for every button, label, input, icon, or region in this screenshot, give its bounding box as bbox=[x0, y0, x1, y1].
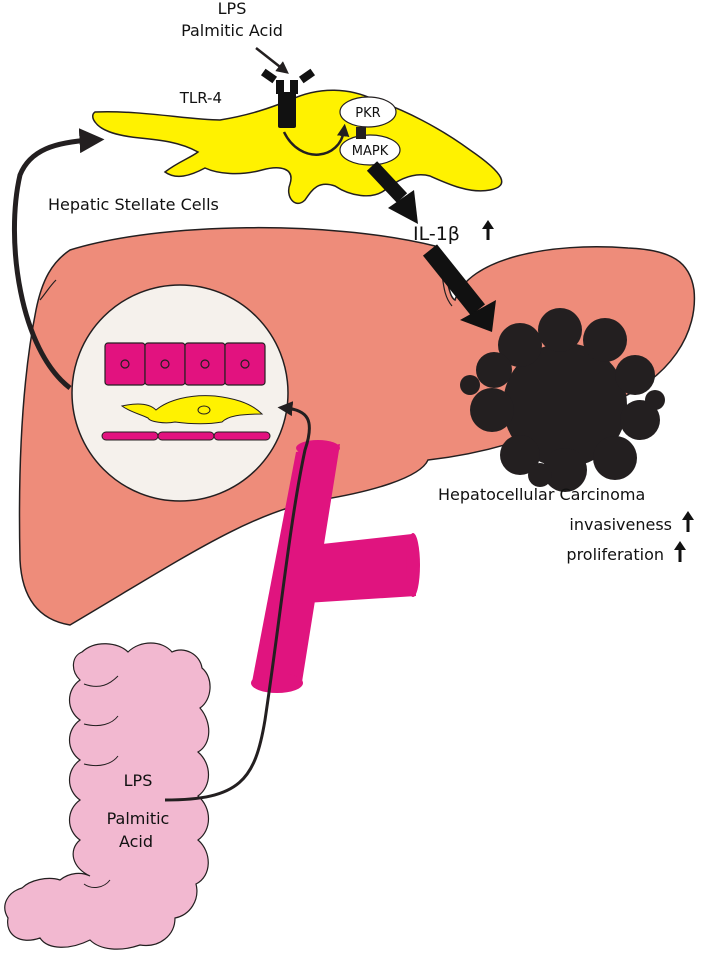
intestine-shape bbox=[4, 642, 211, 950]
stellate-label: Hepatic Stellate Cells bbox=[48, 195, 219, 214]
il1b-to-tumor-arrow bbox=[422, 244, 486, 316]
il1b-label: IL-1β bbox=[413, 223, 460, 245]
mapk-oval bbox=[339, 134, 401, 166]
gut-palmitic-label: Palmitic bbox=[107, 809, 170, 828]
arrow-gut-to-liver bbox=[164, 401, 311, 802]
mapk-to-il1b-arrow bbox=[366, 161, 408, 203]
arrow-to-stellate bbox=[11, 128, 105, 390]
tlr4-to-pkr-arrow bbox=[282, 123, 350, 156]
up-arrow-icon bbox=[682, 511, 694, 532]
ligand-arrow bbox=[255, 47, 289, 74]
tlr4-label: TLR-4 bbox=[179, 89, 222, 107]
zoom-inset bbox=[71, 284, 289, 502]
tumor-mass bbox=[460, 308, 665, 492]
pkr-oval bbox=[339, 96, 397, 128]
endothelium bbox=[101, 431, 271, 441]
pkr-label: PKR bbox=[355, 106, 380, 121]
top-palmitic-label: Palmitic Acid bbox=[181, 21, 283, 40]
up-arrow-icon bbox=[674, 541, 686, 562]
invasiveness-label: invasiveness bbox=[569, 515, 672, 534]
hepatocyte-row bbox=[104, 342, 266, 386]
gut-acid-label: Acid bbox=[119, 832, 153, 851]
gut-lps-label: LPS bbox=[124, 771, 153, 790]
top-lps-label: LPS bbox=[218, 0, 247, 18]
mini-stellate-cell bbox=[120, 395, 264, 425]
up-arrow-icon bbox=[482, 220, 494, 240]
tlr4-receptor-icon bbox=[260, 68, 316, 128]
hcc-label: Hepatocellular Carcinoma bbox=[438, 485, 645, 504]
portal-vein bbox=[251, 440, 420, 693]
proliferation-label: proliferation bbox=[566, 545, 664, 564]
mapk-label: MAPK bbox=[352, 144, 389, 159]
